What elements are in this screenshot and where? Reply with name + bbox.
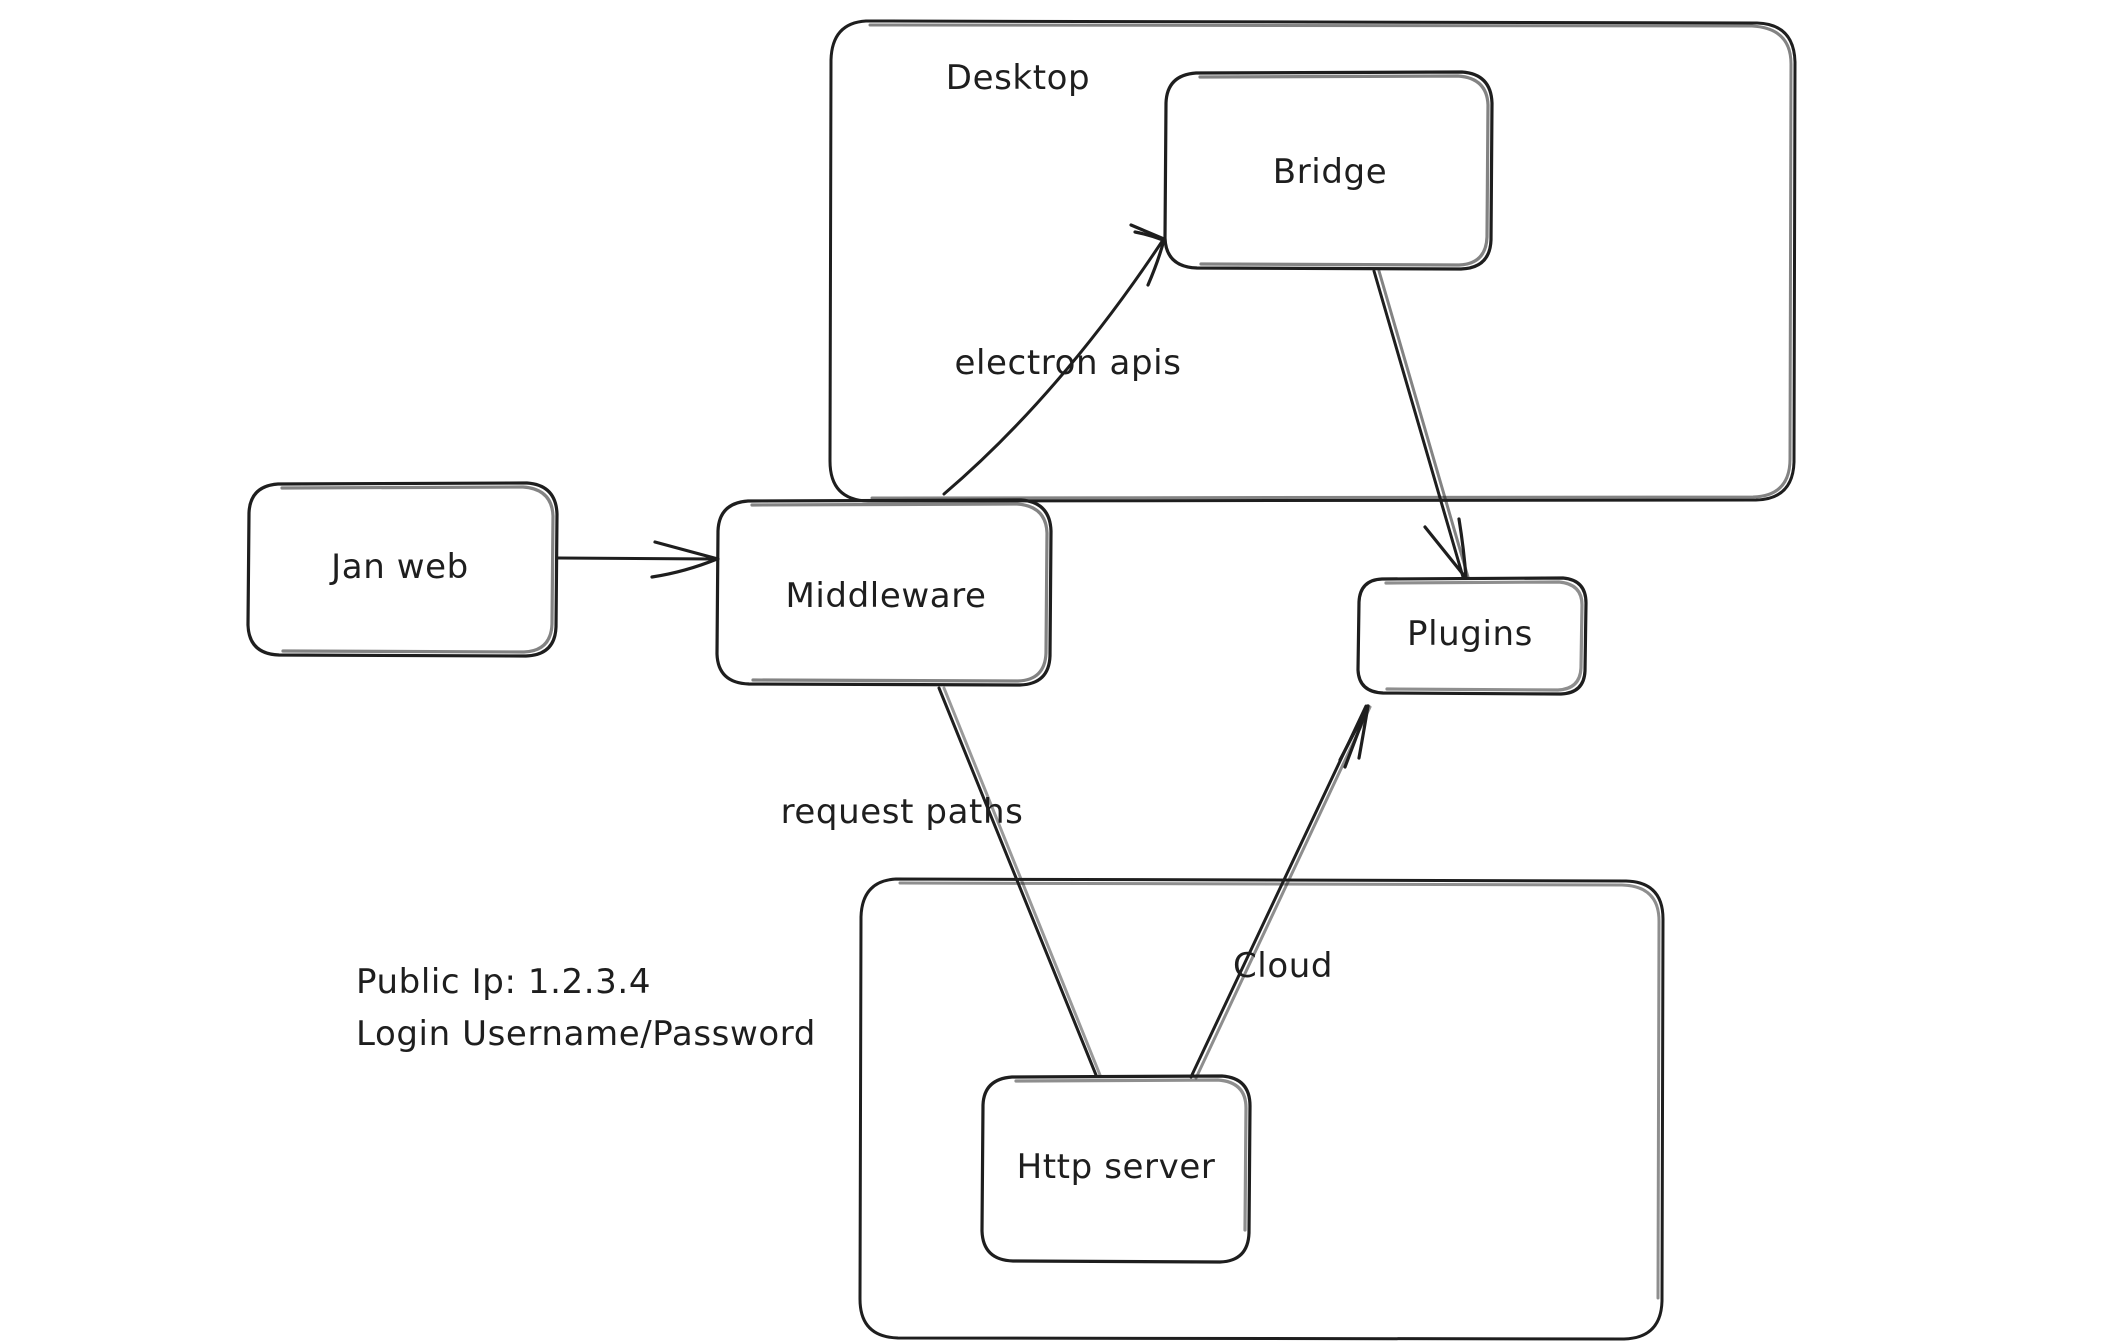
- edge-middleware-to-bridge: [942, 223, 1166, 496]
- edge-label-request-paths: request paths: [780, 792, 1024, 832]
- note-public-ip: Public Ip: 1.2.3.4: [356, 962, 652, 1002]
- edge-label-electron-apis: electron apis: [954, 343, 1182, 383]
- node-label-middleware[interactable]: Middleware: [785, 576, 987, 616]
- group-cloud-outline: [858, 877, 1665, 1341]
- node-bridge-outline: [1163, 70, 1494, 271]
- group-desktop-outline: [828, 19, 1797, 503]
- group-label-cloud: Cloud: [1232, 946, 1334, 986]
- node-label-http-server[interactable]: Http server: [1016, 1147, 1216, 1187]
- node-label-bridge[interactable]: Bridge: [1272, 152, 1388, 192]
- edge-httpserver-to-plugins: [1189, 704, 1372, 1080]
- edge-janweb-to-middleware: [556, 540, 720, 579]
- node-jan-web-outline: [246, 481, 559, 658]
- node-plugins-outline: [1356, 576, 1588, 696]
- notes-block: Public Ip: 1.2.3.4 Login Username/Passwo…: [356, 956, 816, 1060]
- edge-bridge-to-plugins: [1372, 269, 1470, 580]
- node-label-plugins[interactable]: Plugins: [1407, 614, 1533, 654]
- edge-middleware-to-httpserver: [937, 686, 1102, 1077]
- group-label-desktop: Desktop: [945, 58, 1091, 98]
- note-login-credentials: Login Username/Password: [356, 1014, 816, 1054]
- node-middleware-outline: [715, 498, 1053, 687]
- node-http-server-outline: [980, 1074, 1252, 1264]
- node-label-jan-web[interactable]: Jan web: [331, 547, 469, 587]
